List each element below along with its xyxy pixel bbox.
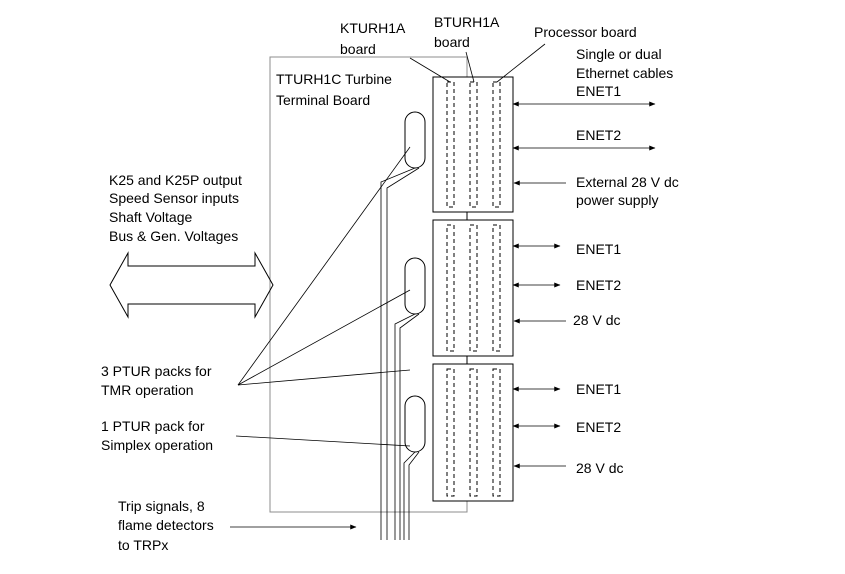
processor-label: Processor board [534,24,637,40]
inputs-label-1: K25 and K25P output [109,172,242,188]
tmr-leaders [237,146,411,386]
connector-oval-2 [404,257,426,315]
inputs-label-4: Bus & Gen. Voltages [109,228,238,244]
ext-power-label-1: External 28 V dc [576,174,679,190]
inputs-label-3: Shaft Voltage [109,209,193,225]
simplex-label-1: 1 PTUR pack for [101,418,205,434]
tmr-label-1: 3 PTUR packs for [101,363,212,379]
ethernet-label-2: Ethernet cables [576,65,673,81]
bturh1a-label-2: board [434,34,470,50]
pack3-power-label: 28 V dc [576,460,623,476]
pack3-enet2-label: ENET2 [576,419,621,435]
connector-oval-3 [404,395,426,453]
ptur-pack-1 [432,76,514,213]
ext-power-label-2: power supply [576,192,659,208]
connector-oval-1 [404,111,426,169]
pack2-enet1-label: ENET1 [576,241,621,257]
kturh1a-label-1: KTURH1A [340,20,406,36]
simplex-label-2: Simplex operation [101,437,213,453]
ptur-pack-2 [432,219,514,357]
internal-wiring [380,167,420,540]
bturh1a-label-1: BTURH1A [434,14,500,30]
terminal-board-label-2: Terminal Board [276,92,370,108]
kturh1a-leader [409,57,451,83]
terminal-board-label-1: TTURH1C Turbine [276,71,392,87]
trip-label-2: flame detectors [118,517,214,533]
pack3-enet1-label: ENET1 [576,381,621,397]
bturh1a-leader [465,51,475,83]
inputs-label-2: Speed Sensor inputs [109,190,239,206]
ptur-pack-3 [432,363,514,502]
pack2-power-label: 28 V dc [573,312,620,328]
pack1-enet2-label: ENET2 [576,127,621,143]
pack1-enet1-label: ENET1 [576,83,621,99]
pack2-enet2-label: ENET2 [576,277,621,293]
ethernet-label-1: Single or dual [576,46,662,62]
tmr-label-2: TMR operation [101,382,194,398]
processor-leader [496,43,546,83]
kturh1a-label-2: board [340,41,376,57]
trip-label-3: to TRPx [118,537,168,553]
io-double-arrow [109,251,274,319]
simplex-leader [235,435,411,447]
trip-label-1: Trip signals, 8 [118,498,205,514]
